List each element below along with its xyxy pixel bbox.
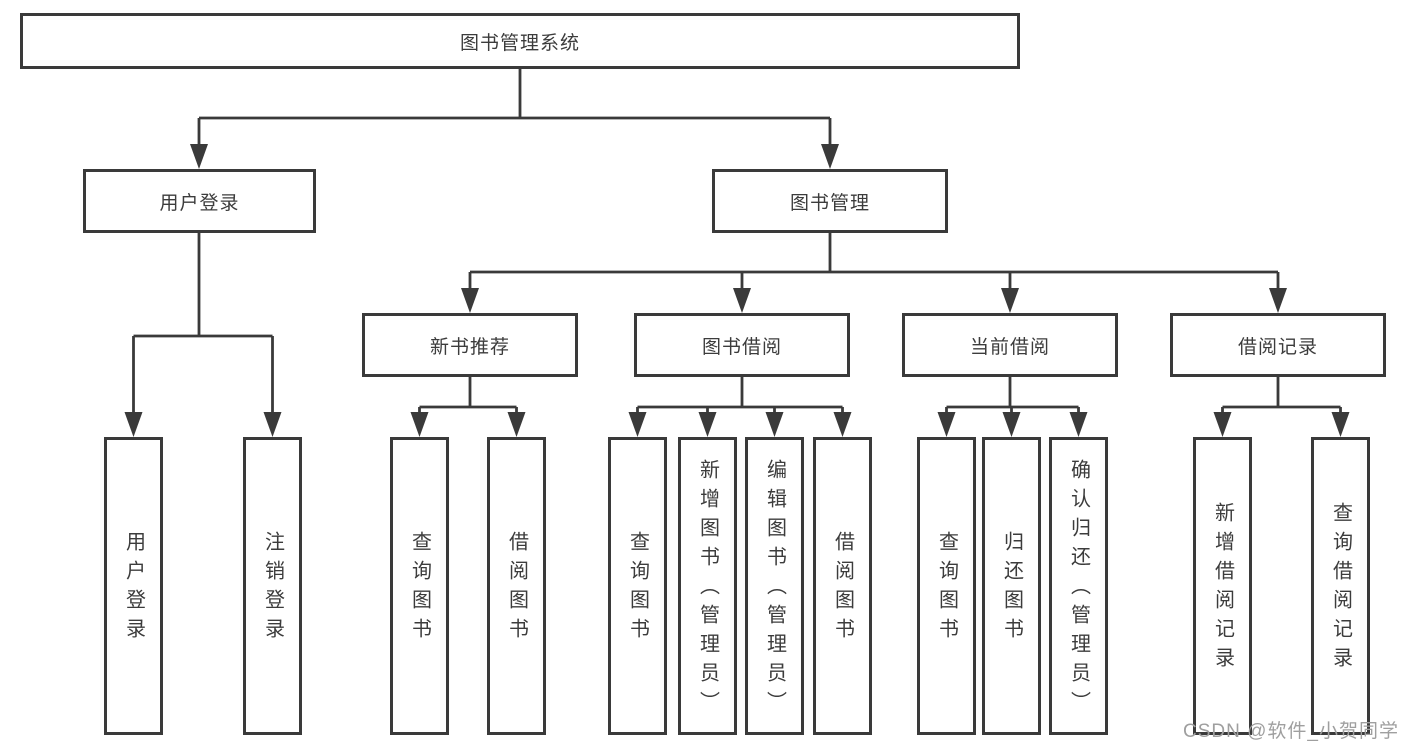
node-borrowing-records: 借阅记录	[1170, 313, 1386, 377]
node-leaf-query-books-rec: 查询图书	[390, 437, 449, 735]
node-leaf-edit-books-admin: 编辑图书（管理员）	[745, 437, 804, 735]
node-leaf-query-books-bb: 查询图书	[608, 437, 667, 735]
node-current-borrowing: 当前借阅	[902, 313, 1118, 377]
node-leaf-query-books-cb: 查询图书	[917, 437, 976, 735]
node-leaf-confirm-return-admin: 确认归还（管理员）	[1049, 437, 1108, 735]
node-leaf-add-books-admin: 新增图书（管理员）	[678, 437, 737, 735]
node-new-book-recommendation: 新书推荐	[362, 313, 578, 377]
node-leaf-borrow-books-bb: 借阅图书	[813, 437, 872, 735]
node-leaf-borrow-books-rec: 借阅图书	[487, 437, 546, 735]
node-user-login: 用户登录	[83, 169, 316, 233]
node-leaf-user-login: 用户登录	[104, 437, 163, 735]
node-leaf-add-borrow-record: 新增借阅记录	[1193, 437, 1252, 735]
node-book-management-system: 图书管理系统	[20, 13, 1020, 69]
node-leaf-return-books: 归还图书	[982, 437, 1041, 735]
csdn-watermark: CSDN @软件_小贺同学	[1183, 721, 1399, 742]
node-book-management: 图书管理	[712, 169, 948, 233]
node-leaf-query-borrow-record: 查询借阅记录	[1311, 437, 1370, 735]
node-leaf-logout: 注销登录	[243, 437, 302, 735]
node-book-borrowing: 图书借阅	[634, 313, 850, 377]
